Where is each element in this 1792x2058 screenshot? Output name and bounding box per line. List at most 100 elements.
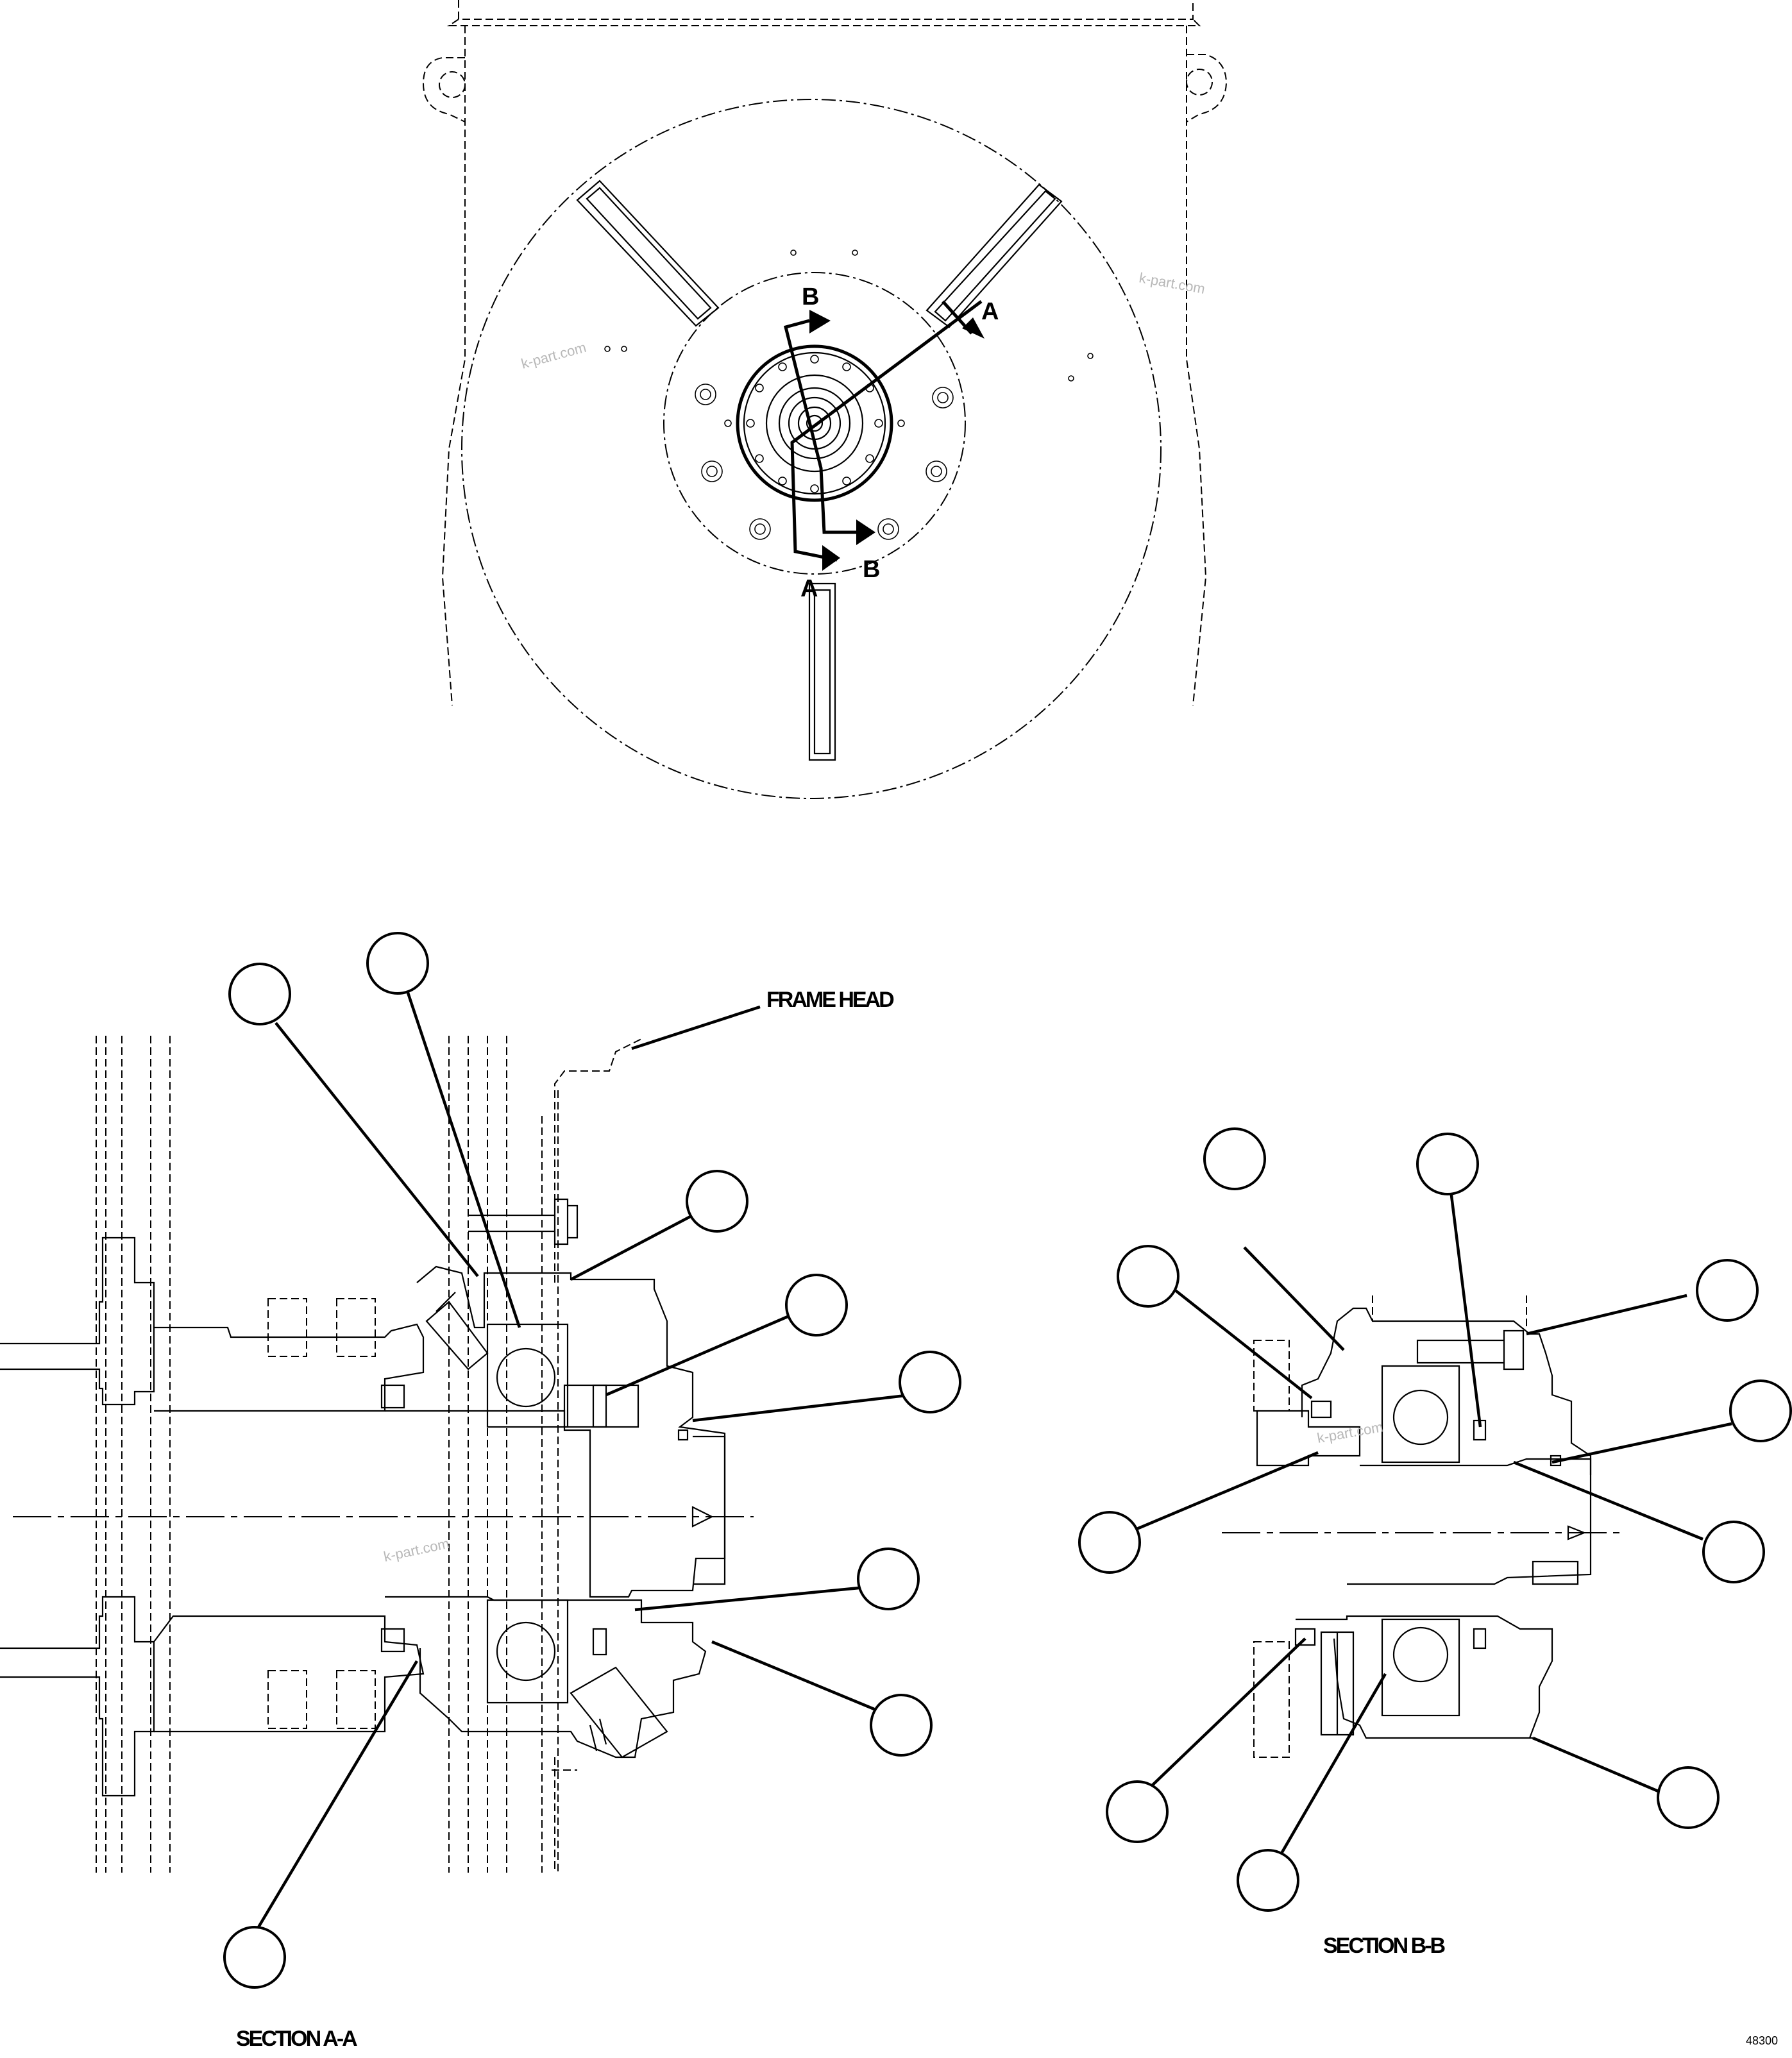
housing-top-flange: [446, 0, 1201, 26]
bearing-ball-upper: [496, 1347, 556, 1408]
section-aa-title: SECTION A-A: [236, 2027, 357, 2051]
hub-ring-2: [743, 351, 886, 495]
shaft-body-lower: [153, 1615, 425, 1733]
bb-bearing-upper: [1381, 1365, 1460, 1463]
arrow-b-top: [809, 310, 831, 333]
seal-upper-right: [592, 1384, 607, 1428]
leader-bb-1: [1172, 1288, 1313, 1399]
frame-head-outline: [554, 1038, 642, 1283]
seal-upper-left: [380, 1384, 405, 1409]
watermark-1: k-part.com: [520, 339, 588, 372]
small-holes: [604, 249, 1094, 382]
callout-bubble-bb-6[interactable]: [1702, 1521, 1765, 1583]
bb-bolt-upper: [1416, 1329, 1525, 1371]
end-view: B A A B k-part.com k-part.com: [422, 0, 1228, 799]
callout-bubble-bb-5[interactable]: [1729, 1379, 1792, 1442]
outer-bolt-circle: [461, 99, 1162, 799]
leader-bb-3: [1448, 1179, 1482, 1428]
housing-wall-left: [441, 26, 466, 706]
callout-bubble-bb-4[interactable]: [1696, 1259, 1759, 1322]
frame-head-lower: [552, 1757, 577, 1873]
lifting-lug-hole-right: [1186, 69, 1213, 96]
leader-bb-2: [1243, 1246, 1345, 1351]
section-bb-title: SECTION B-B: [1323, 1934, 1445, 1958]
seal-lower-left: [380, 1628, 405, 1653]
leader-bb-5: [1551, 1422, 1732, 1464]
section-line-b: [783, 319, 863, 534]
slot-upper-left: [576, 180, 720, 327]
bb-housing-lower: [1296, 1615, 1553, 1739]
housing-wall-right: [1186, 26, 1207, 706]
leader-aa-1: [275, 1022, 479, 1278]
lifting-lug-hole-left: [439, 71, 466, 98]
callout-bubble-aa-7[interactable]: [870, 1694, 933, 1757]
lifting-lug-right: [1186, 54, 1228, 122]
leader-aa-2: [405, 990, 521, 1328]
section-line-a: [790, 299, 983, 562]
bb-frame-line-1: [1372, 1295, 1527, 1328]
callout-bubble-bb-8[interactable]: [1106, 1780, 1169, 1843]
section-bb-view: k-part.com SECTION B-B: [1078, 1127, 1792, 1958]
hub-ring-outer: [736, 344, 893, 502]
bearing-upper: [486, 1323, 569, 1428]
bb-bearing-ball-upper: [1392, 1389, 1449, 1446]
callout-bubble-bb-10[interactable]: [1657, 1766, 1720, 1829]
frame-lines-right: [541, 1090, 559, 1873]
bb-center-drill: [1567, 1525, 1586, 1540]
leader-aa-5: [692, 1393, 911, 1422]
hub-center: [806, 414, 824, 432]
bb-seal-lower: [1473, 1628, 1487, 1649]
watermark-3: k-part.com: [382, 1535, 451, 1565]
callout-bubble-bb-1[interactable]: [1117, 1245, 1179, 1308]
inner-pilot-circle: [663, 272, 966, 575]
drain-plug: [570, 1666, 668, 1759]
leader-bb-6: [1513, 1460, 1703, 1541]
arrow-label-a-top: A: [981, 298, 999, 325]
bearing-lower: [486, 1599, 569, 1704]
callout-bubble-aa-2[interactable]: [366, 932, 429, 995]
bolt-upper: [468, 1198, 579, 1245]
leader-aa-4: [605, 1313, 793, 1397]
callout-bubble-bb-9[interactable]: [1237, 1849, 1299, 1912]
callout-bubble-aa-4[interactable]: [785, 1274, 848, 1337]
leader-bb-8: [1147, 1637, 1306, 1791]
shaft-end-right: [693, 1435, 726, 1585]
watermark-4: k-part.com: [1316, 1419, 1385, 1446]
frame-head-label: FRAME HEAD: [766, 988, 894, 1012]
bb-coupling-lower: [1253, 1641, 1290, 1758]
leader-bb-7: [1135, 1451, 1319, 1531]
bearing-housing-upper: [385, 1265, 726, 1598]
shaft-lower: [0, 1596, 155, 1797]
frame-head-leader: [631, 1005, 761, 1050]
callout-bubble-bb-7[interactable]: [1078, 1511, 1141, 1574]
leader-aa-7: [711, 1640, 883, 1714]
leader-bb-9: [1278, 1673, 1387, 1858]
coupling-blocks: [267, 1298, 376, 1729]
shaft-body-upper: [154, 1323, 425, 1412]
arrow-label-b-top: B: [802, 283, 819, 310]
drawing-number: 48300: [1746, 2034, 1778, 2047]
leader-aa-8: [255, 1660, 418, 1932]
callout-bubble-aa-6[interactable]: [857, 1548, 920, 1610]
callout-bubble-bb-2[interactable]: [1203, 1127, 1266, 1190]
arrow-label-a-bottom: A: [800, 575, 818, 602]
arrow-a-top: [962, 317, 985, 339]
bb-spacer: [1320, 1631, 1355, 1736]
callout-bubble-bb-3[interactable]: [1416, 1133, 1479, 1195]
grease-fitting: [425, 1292, 489, 1371]
frame-lines-mid: [448, 1036, 507, 1873]
callout-bubble-aa-8[interactable]: [223, 1926, 286, 1989]
slot-bottom: [808, 582, 836, 761]
frame-lines-left: [96, 1036, 171, 1873]
bb-housing-upper: [1301, 1307, 1592, 1475]
callout-bubble-aa-1[interactable]: [228, 963, 291, 1025]
leader-bb-10: [1532, 1736, 1662, 1794]
arrow-a-bottom: [822, 545, 840, 571]
callout-bubble-aa-5[interactable]: [899, 1351, 961, 1413]
bb-bolt-lower: [1532, 1560, 1579, 1585]
bb-seal-left-lower: [1294, 1628, 1316, 1646]
bb-shaft-upper: [1256, 1410, 1361, 1467]
section-aa-view: FRAME HEAD k-part.com SECTION A-A: [0, 932, 961, 2051]
callout-bubble-aa-3[interactable]: [686, 1170, 748, 1233]
